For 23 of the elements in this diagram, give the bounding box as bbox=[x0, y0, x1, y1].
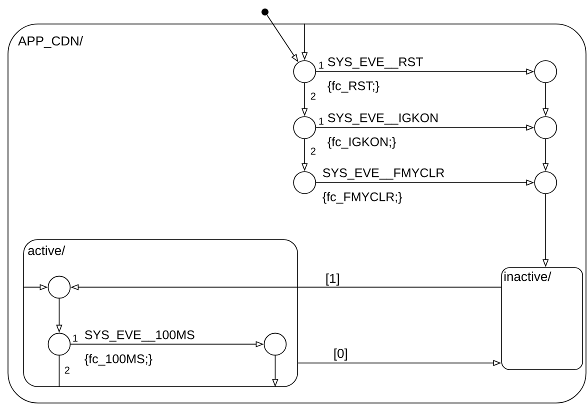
edge-label: [1] bbox=[326, 273, 339, 286]
junction-circle bbox=[293, 171, 316, 194]
junction-circle bbox=[534, 60, 557, 83]
priority-number: 2 bbox=[310, 92, 316, 100]
edge-label: SYS_EVE__IGKON {fc_IGKON;} bbox=[328, 113, 438, 149]
priority-number: 1 bbox=[319, 62, 324, 69]
junction-circle bbox=[293, 60, 316, 83]
junction-circle bbox=[293, 116, 316, 139]
junction-circle bbox=[264, 332, 287, 356]
edge-label: SYS_EVE__FMYCLR {fc_FMYCLR;} bbox=[322, 168, 444, 204]
edge-label: SYS_EVE__RST {fc_RST;} bbox=[328, 57, 423, 93]
junction-circle bbox=[48, 276, 71, 299]
junction-circle bbox=[534, 171, 557, 194]
priority-number: 1 bbox=[319, 118, 324, 125]
priority-number: 2 bbox=[64, 366, 70, 374]
junction-circle bbox=[48, 332, 71, 356]
junction-circle bbox=[534, 116, 557, 139]
priority-number: 1 bbox=[73, 334, 78, 342]
edge-label: [0] bbox=[334, 348, 347, 361]
edge-label: SYS_EVE__100MS {fc_100MS;} bbox=[84, 330, 194, 366]
priority-number: 2 bbox=[310, 148, 316, 155]
state-box: inactive/ bbox=[501, 267, 583, 370]
default-dot bbox=[262, 8, 268, 16]
